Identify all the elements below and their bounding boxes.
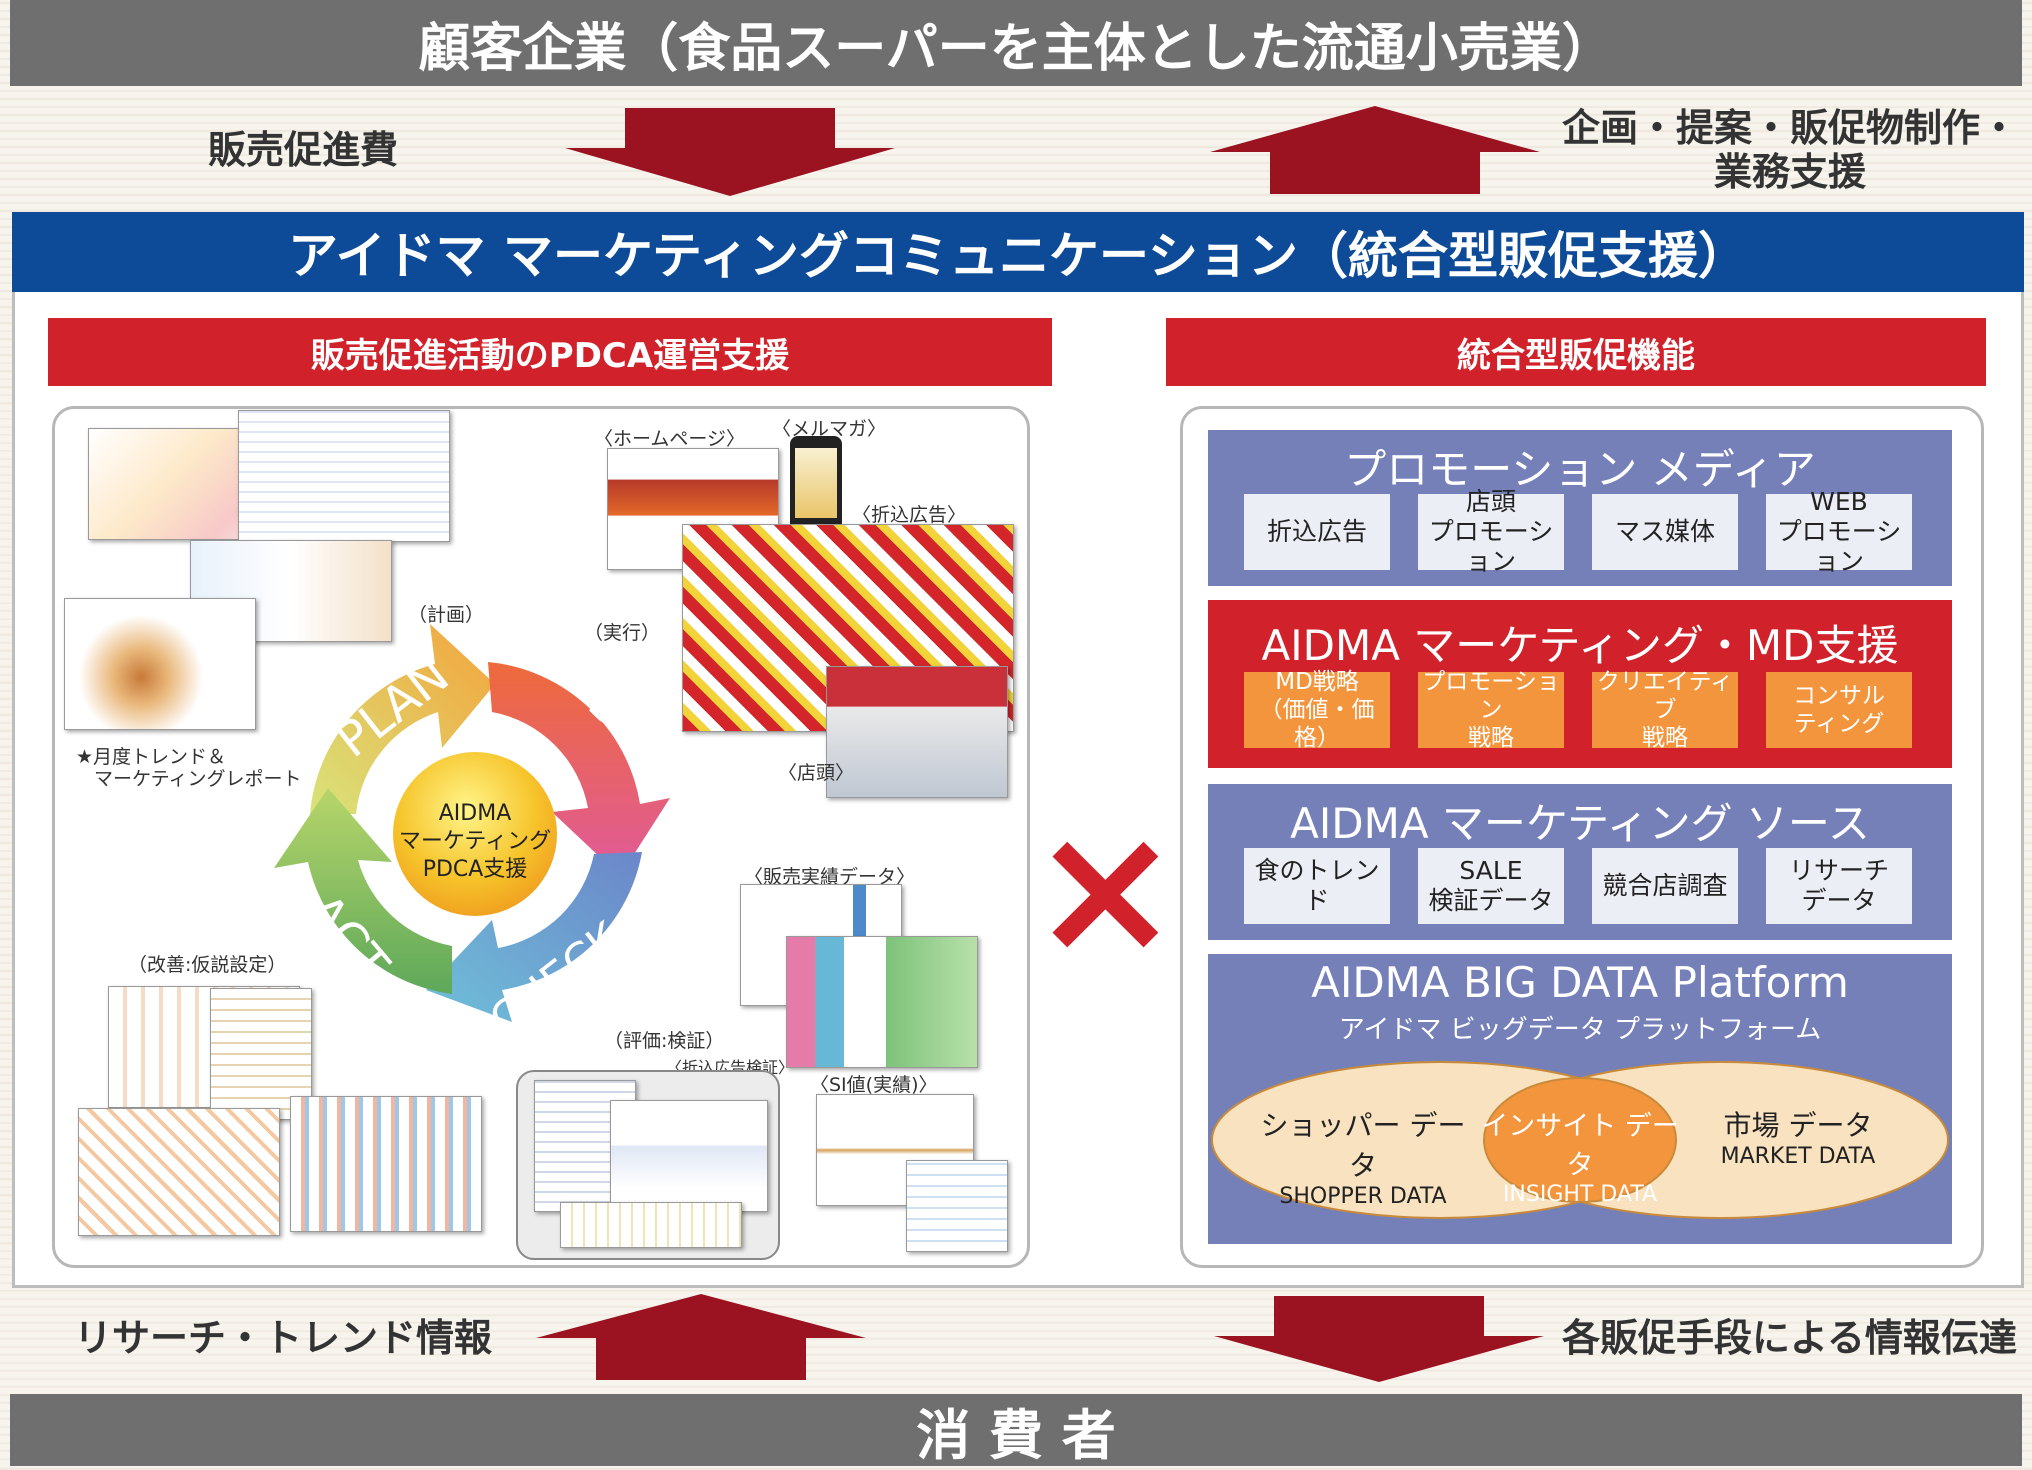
insight-data-label: インサイト データ INSIGHT DATA (1476, 1104, 1684, 1207)
flyer-verify-image-2 (610, 1100, 768, 1212)
do-arrow (488, 662, 670, 876)
flyer-caption: 〈折込広告〉 (852, 504, 967, 526)
shopper-data-en: SHOPPER DATA (1279, 1184, 1447, 1209)
down-arrow-top (565, 108, 895, 196)
pdca-center-line1: AIDMA (438, 801, 512, 826)
check-note: （評価:検証） (604, 1030, 725, 1052)
planning-support-label: 企画・提案・販促物制作・ 業務支援 (1560, 106, 2020, 194)
trend-report-image-4 (64, 598, 256, 730)
smartphone-icon (790, 436, 842, 532)
aidma-source-section: AIDMA マーケティング ソース 食のトレンド SALE 検証データ 競合店調… (1208, 784, 1952, 940)
check-arrow (426, 852, 642, 1022)
act-report-image-4 (290, 1096, 482, 1232)
big-data-venn (1211, 1061, 1949, 1219)
store-image (826, 666, 1008, 798)
aidma-source-title: AIDMA マーケティング ソース (1290, 799, 1870, 848)
source-item-trend: 食のトレンド (1244, 848, 1390, 924)
promo-item-flyer: 折込広告 (1244, 494, 1390, 570)
act-report-image-3 (78, 1108, 280, 1236)
si-value-caption: 〈SI値(実績)〉 (810, 1074, 938, 1096)
big-data-title: AIDMA BIG DATA Platform (1311, 958, 1849, 1007)
promotion-media-title: プロモーション メディア (1344, 445, 1816, 494)
customer-companies-title: 顧客企業（食品スーパーを主体とした流通小売業） (418, 18, 1614, 79)
consumer-title: 消 費 者 (916, 1403, 1116, 1467)
plan-arrow (310, 624, 495, 814)
market-data-en: MARKET DATA (1720, 1144, 1876, 1169)
do-note: （実行） (584, 622, 661, 644)
sales-promotion-cost-label: 販売促進費 (208, 128, 399, 172)
md-item-consulting: コンサル ティング (1766, 672, 1912, 748)
planning-support-line1: 企画・提案・販促物制作・ (1561, 106, 2018, 150)
source-item-sale: SALE 検証データ (1418, 848, 1564, 924)
homepage-caption: 〈ホームページ〉 (594, 428, 746, 450)
insight-data-en: INSIGHT DATA (1502, 1182, 1658, 1207)
consumer-banner: 消 費 者 (10, 1394, 2022, 1467)
mailmag-caption: 〈メルマガ〉 (772, 418, 887, 440)
trend-report-caption: ★月度トレンド＆ マーケティングレポート (76, 746, 301, 790)
md-item-strategy: MD戦略 （価値・価格） (1244, 669, 1390, 751)
market-data-jp: 市場 データ (1723, 1109, 1873, 1142)
store-caption: 〈店頭〉 (778, 762, 855, 784)
flyer-verify-image-3 (560, 1202, 742, 1248)
plan-note: （計画） (408, 604, 485, 626)
integrated-promo-header: 統合型販促機能 (1166, 318, 1986, 386)
act-arrow (274, 788, 452, 994)
pdca-support-header: 販売促進活動のPDCA運営支援 (48, 318, 1052, 386)
aidma-marcom-title: アイドマ マーケティングコミュニケーション（統合型販促支援） (288, 227, 1748, 285)
si-value-image-2 (906, 1160, 1008, 1252)
info-transmission-label: 各販促手段による情報伝達 (1562, 1316, 2017, 1360)
integrated-promo-header-text: 統合型販促機能 (1457, 335, 1695, 376)
md-item-promotion: プロモーション 戦略 (1418, 669, 1564, 751)
up-arrow-bottom (536, 1294, 866, 1380)
sales-data-caption: 〈販売実績データ〉 (744, 866, 916, 888)
shopper-data-jp: ショッパー データ (1260, 1109, 1466, 1182)
act-note: （改善:仮説設定） (128, 954, 287, 976)
sales-data-image-2 (786, 936, 978, 1068)
promo-item-web: WEB プロモーション (1766, 487, 1912, 576)
aidma-marcom-banner: アイドマ マーケティングコミュニケーション（統合型販促支援） (12, 212, 2024, 292)
up-arrow-top (1210, 106, 1540, 194)
pdca-center-line2: マーケティング (398, 829, 552, 854)
trend-report-caption-line1: ★月度トレンド＆ (76, 746, 227, 768)
source-item-research: リサーチ データ (1766, 848, 1912, 924)
source-item-competitor: 競合店調査 (1592, 848, 1738, 924)
pdca-center-circle (393, 752, 557, 916)
aidma-md-section: AIDMA マーケティング・MD支援 MD戦略 （価値・価格） プロモーション … (1208, 600, 1952, 768)
market-data-label: 市場 データ MARKET DATA (1688, 1104, 1908, 1169)
md-item-creative: クリエイティブ 戦略 (1592, 669, 1738, 751)
planning-support-line2: 業務支援 (1713, 150, 1866, 194)
shopper-data-label: ショッパー データ SHOPPER DATA (1248, 1104, 1478, 1209)
promo-item-store: 店頭 プロモーション (1418, 487, 1564, 576)
pdca-center-line3: PDCA支援 (422, 857, 528, 882)
cross-mark: × (1030, 785, 1181, 994)
trend-report-image-2 (238, 410, 450, 542)
promotion-media-section: プロモーション メディア 折込広告 店頭 プロモーション マス媒体 WEB プロ… (1208, 430, 1952, 586)
trend-report-caption-line2: マーケティングレポート (94, 768, 302, 790)
pdca-cycle (274, 624, 670, 1022)
down-arrow-bottom (1214, 1296, 1544, 1382)
big-data-subtitle: アイドマ ビッグデータ プラットフォーム (1338, 1015, 1822, 1045)
pdca-support-header-text: 販売促進活動のPDCA運営支援 (310, 335, 790, 376)
research-trend-label: リサーチ・トレンド情報 (74, 1316, 493, 1360)
big-data-section: AIDMA BIG DATA Platform アイドマ ビッグデータ プラット… (1208, 954, 1952, 1244)
customer-companies-banner: 顧客企業（食品スーパーを主体とした流通小売業） (10, 0, 2022, 86)
aidma-md-title: AIDMA マーケティング・MD支援 (1261, 621, 1899, 670)
promo-item-mass: マス媒体 (1592, 494, 1738, 570)
pdca-center-text: AIDMA マーケティング PDCA支援 (395, 800, 555, 884)
insight-data-jp: インサイト データ (1481, 1111, 1679, 1181)
